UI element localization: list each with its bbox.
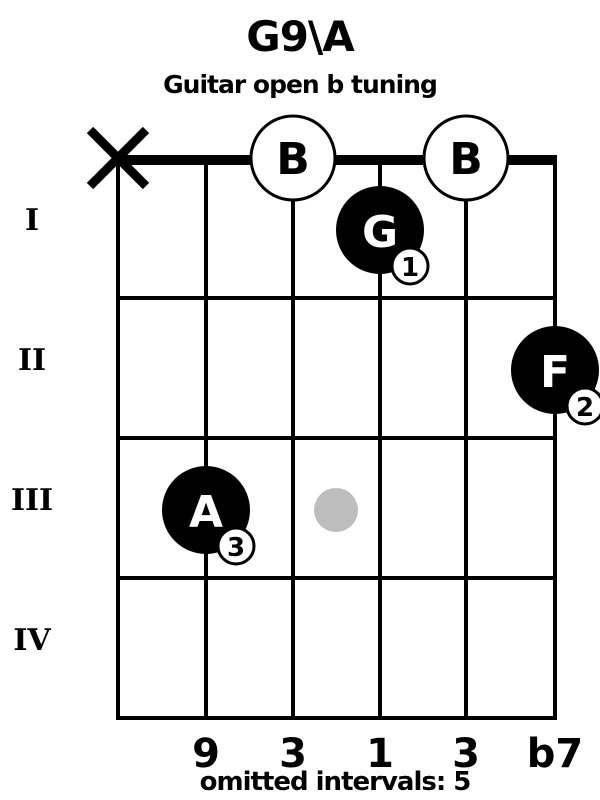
fret-label-2: II (18, 343, 46, 378)
open-note-B-string3: B (249, 114, 337, 202)
svg-text:G: G (362, 207, 398, 258)
svg-text:B: B (276, 134, 310, 185)
fret-label-1: I (25, 203, 39, 238)
open-note-B-string5: B (422, 114, 510, 202)
finger-badge (216, 526, 256, 566)
interval-label-string6: b7 (527, 731, 583, 777)
svg-text:B: B (449, 134, 483, 185)
fret-label-4: IV (13, 623, 51, 658)
interval-label-string4: 1 (366, 731, 394, 777)
fretted-note-G: G 1 (336, 186, 430, 286)
tuning-subtitle: Guitar open b tuning (163, 70, 438, 99)
svg-text:A: A (189, 487, 223, 538)
finger-badge (390, 246, 430, 286)
svg-text:2: 2 (576, 393, 594, 423)
fretted-note-A: A 3 (162, 466, 256, 566)
muted-string-icon (86, 126, 150, 190)
fret-label-3: III (11, 483, 53, 518)
fretboard-grid (116, 160, 557, 720)
fretted-note-F: F 2 (511, 326, 600, 426)
chord-title: G9\A (246, 12, 355, 61)
omitted-intervals-note: omitted intervals: 5 (199, 767, 472, 797)
finger-badge (565, 386, 600, 426)
interval-label-string5: 3 (452, 731, 480, 777)
fret-marker-dot (314, 488, 358, 532)
svg-text:F: F (540, 347, 570, 398)
interval-label-string3: 3 (279, 731, 307, 777)
svg-text:1: 1 (401, 253, 419, 283)
svg-text:3: 3 (227, 533, 245, 563)
nut (116, 155, 557, 165)
interval-label-string2: 9 (192, 731, 220, 777)
